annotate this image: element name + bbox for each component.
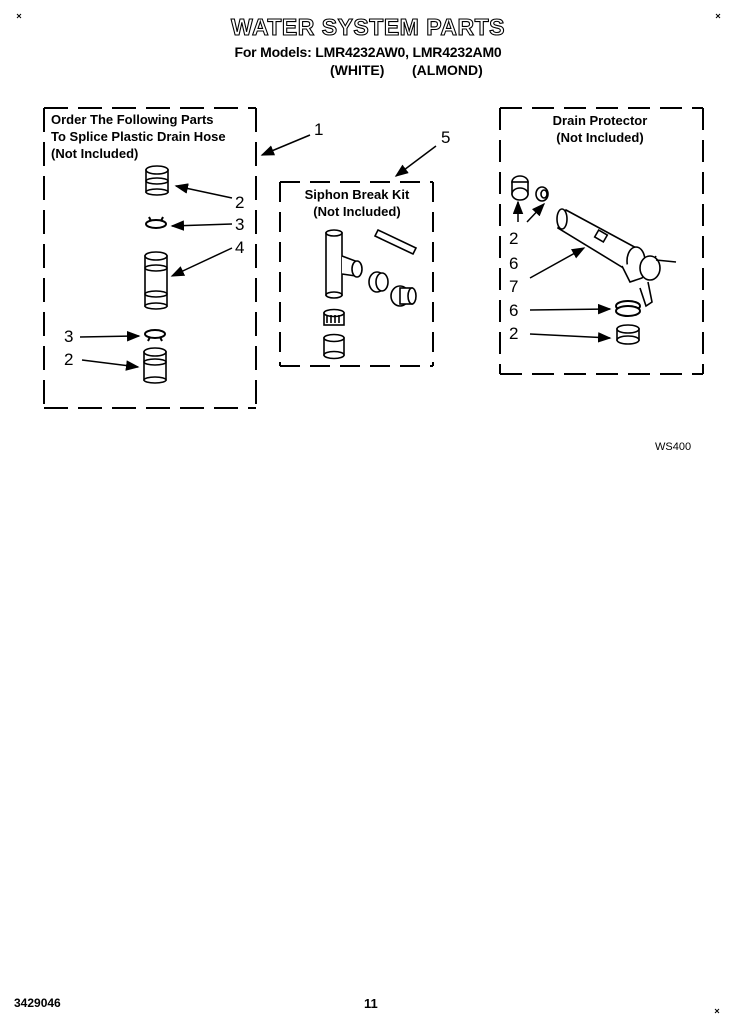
splice-parts-box <box>43 107 257 409</box>
drain-line-2: (Not Included) <box>556 130 644 145</box>
clamp-ring-bottom <box>144 329 166 342</box>
drain-line-1: Drain Protector <box>552 113 648 128</box>
siphon-break-box <box>279 181 434 367</box>
callout-right-2b: 2 <box>509 324 519 343</box>
callout-right-2a: 2 <box>509 229 519 248</box>
callout-5: 5 <box>441 128 451 147</box>
hose-connector-bottom <box>143 347 167 384</box>
callout-left-2a: 2 <box>235 193 245 212</box>
callout-right-6a: 6 <box>509 254 519 273</box>
page-number: 11 <box>364 996 378 1011</box>
color-almond-label: (ALMOND) <box>412 62 483 78</box>
callout-1: 1 <box>314 120 324 139</box>
color-white-label: (WHITE) <box>330 62 385 78</box>
splice-line-1: Order The Following Parts <box>51 112 214 127</box>
hose-splice-coupler <box>144 251 168 310</box>
drain-heading: Drain Protector (Not Included) <box>530 112 670 146</box>
hose-connector-top <box>145 165 169 196</box>
callout-left-4: 4 <box>235 238 245 257</box>
document-number: 3429046 <box>14 996 61 1010</box>
siphon-nut <box>368 271 389 293</box>
siphon-tube <box>373 228 418 256</box>
drain-washer-small <box>535 186 549 202</box>
clamp-ring-top <box>145 216 167 229</box>
siphon-grommet <box>323 308 345 326</box>
splice-line-3: (Not Included) <box>51 146 139 161</box>
siphon-tee <box>325 229 363 299</box>
drain-connector-small <box>511 175 529 201</box>
splice-line-2: To Splice Plastic Drain Hose <box>51 129 226 144</box>
callout-left-2b: 2 <box>64 350 74 369</box>
leader-lines <box>79 134 612 371</box>
siphon-adapter <box>390 285 417 307</box>
diagram-code: WS400 <box>655 441 692 453</box>
siphon-cap <box>323 333 345 360</box>
siphon-line-1: Siphon Break Kit <box>304 187 410 202</box>
callout-right-7: 7 <box>509 277 519 296</box>
drain-ring <box>615 300 641 317</box>
callout-left-3b: 3 <box>64 327 74 346</box>
model-numbers: For Models: LMR4232AW0, LMR4232AM0 <box>234 44 502 60</box>
siphon-heading: Siphon Break Kit (Not Included) <box>280 186 434 220</box>
callout-right-6b: 6 <box>509 301 519 320</box>
corner-marks <box>16 13 721 1014</box>
siphon-line-2: (Not Included) <box>313 204 401 219</box>
drain-protector-box <box>499 107 704 375</box>
drain-protector-body <box>556 208 677 308</box>
drain-connector-bottom <box>616 324 640 345</box>
callout-left-3a: 3 <box>235 215 245 234</box>
splice-parts-heading: Order The Following Parts To Splice Plas… <box>51 111 226 162</box>
page-title: WATER SYSTEM PARTS <box>230 13 505 40</box>
